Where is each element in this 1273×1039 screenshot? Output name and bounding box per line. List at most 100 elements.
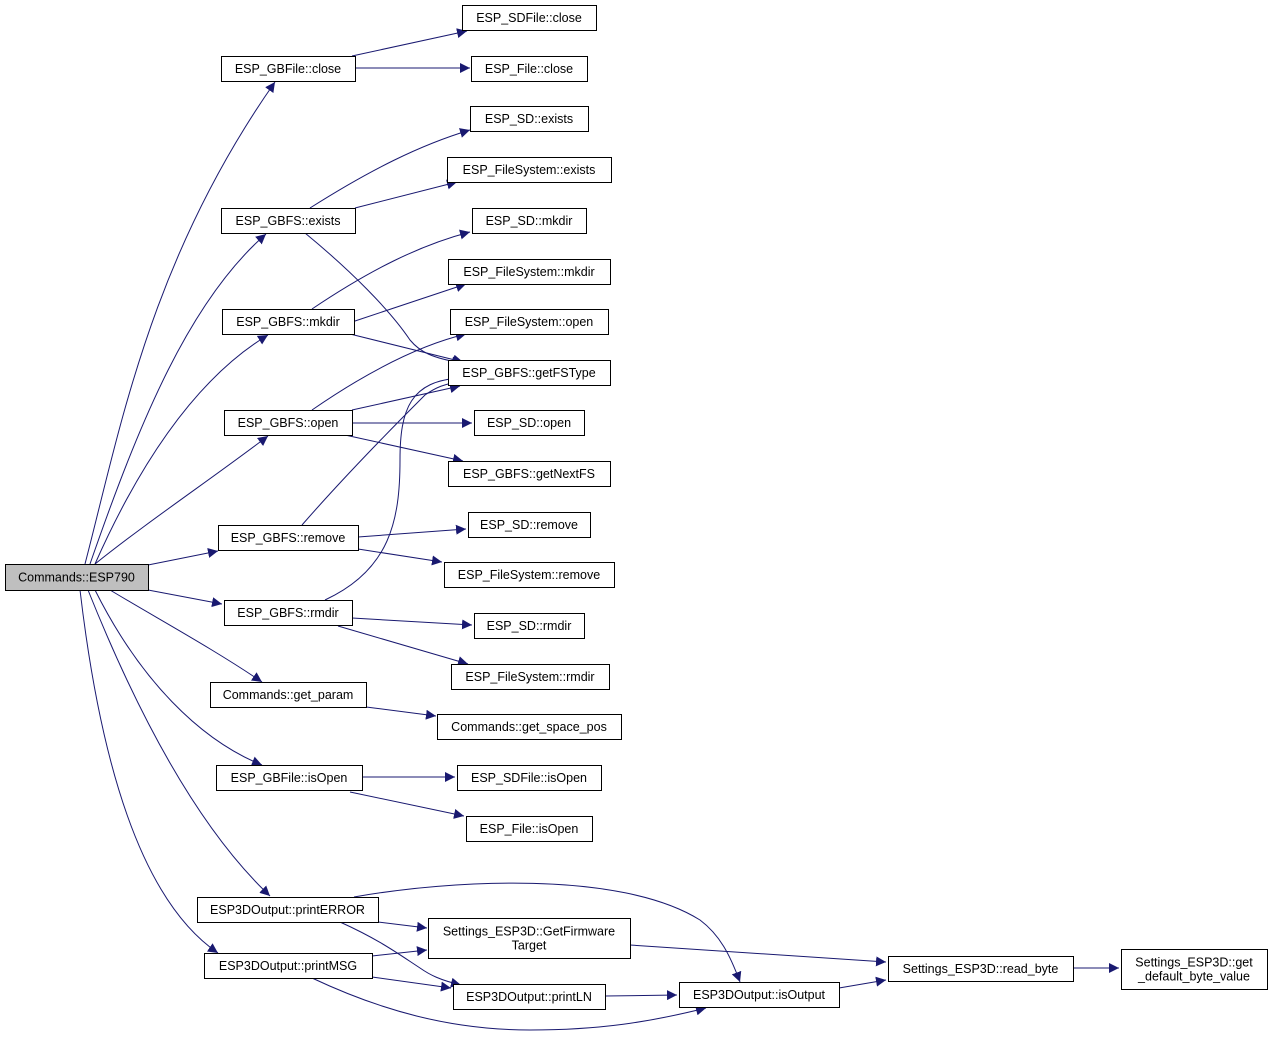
node-esp-sdfile-close[interactable]: ESP_SDFile::close [462, 5, 597, 31]
node-commands-get-param[interactable]: Commands::get_param [210, 682, 367, 708]
node-box [457, 765, 602, 791]
node-esp-sdfile-isopen[interactable]: ESP_SDFile::isOpen [457, 765, 602, 791]
node-label: Commands::ESP790 [18, 571, 135, 585]
node-box [437, 714, 622, 740]
node-esp-gbfs-remove[interactable]: ESP_GBFS::remove [218, 525, 359, 551]
node-label: ESP_FileSystem::mkdir [463, 265, 594, 279]
node-box [453, 984, 606, 1010]
node-esp-sd-mkdir[interactable]: ESP_SD::mkdir [472, 208, 587, 234]
node-box [222, 309, 355, 335]
call-edge [353, 882, 742, 983]
node-esp3doutput-printmsg[interactable]: ESP3DOutput::printMSG [204, 953, 373, 979]
node-esp-gbfs-getnextfs[interactable]: ESP_GBFS::getNextFS [448, 461, 611, 487]
node-label: ESP_File::close [485, 62, 573, 76]
node-box [197, 897, 379, 923]
call-edge [147, 548, 219, 566]
node-esp-file-isopen[interactable]: ESP_File::isOpen [466, 816, 593, 842]
call-edge [324, 373, 463, 601]
node-esp-gbfs-exists[interactable]: ESP_GBFS::exists [221, 208, 356, 234]
node-esp3doutput-isoutput[interactable]: ESP3DOutput::isOutput [679, 982, 840, 1008]
node-esp-filesystem-rmdir[interactable]: ESP_FileSystem::rmdir [451, 664, 610, 690]
node-box [428, 918, 631, 959]
call-edge [357, 524, 467, 538]
node-esp-filesystem-open[interactable]: ESP_FileSystem::open [450, 309, 609, 335]
node-esp-filesystem-exists[interactable]: ESP_FileSystem::exists [447, 157, 612, 183]
node-box [224, 600, 353, 626]
node-label: ESP_GBFile::close [235, 62, 341, 76]
call-edge [349, 333, 464, 365]
node-esp-gbfs-getfstype[interactable]: ESP_GBFS::getFSType [448, 360, 611, 386]
node-box [444, 562, 615, 588]
node-commands-esp790[interactable]: Commands::ESP790 [5, 564, 149, 591]
node-label: ESP_SD::rmdir [487, 619, 572, 633]
node-box [451, 664, 610, 690]
node-esp-gbfs-mkdir[interactable]: ESP_GBFS::mkdir [222, 309, 355, 335]
call-edge [94, 435, 269, 565]
node-box [5, 564, 149, 591]
node-label: ESP_SD::open [487, 416, 571, 430]
node-label: ESP_SDFile::isOpen [471, 771, 587, 785]
node-esp-sd-exists[interactable]: ESP_SD::exists [470, 106, 589, 132]
node-label: Settings_ESP3D::read_byte [903, 962, 1059, 976]
node-esp-gbfile-close[interactable]: ESP_GBFile::close [221, 56, 356, 82]
node-esp-gbfs-rmdir[interactable]: ESP_GBFS::rmdir [224, 600, 353, 626]
node-esp3doutput-printerror[interactable]: ESP3DOutput::printERROR [197, 897, 379, 923]
node-box [472, 208, 587, 234]
node-label: ESP_GBFile::isOpen [231, 771, 348, 785]
call-edge [309, 128, 471, 209]
call-edge [351, 617, 473, 630]
node-esp-gbfile-isopen[interactable]: ESP_GBFile::isOpen [216, 765, 363, 791]
node-label: ESP_GBFS::open [238, 416, 339, 430]
node-box [474, 613, 585, 639]
call-edge [87, 589, 271, 897]
call-edge [354, 179, 458, 209]
call-edge [351, 28, 468, 57]
call-edge [304, 232, 463, 367]
node-esp-file-close[interactable]: ESP_File::close [471, 56, 588, 82]
node-box [474, 410, 585, 436]
node-label: Commands::get_param [223, 688, 354, 702]
call-edge [371, 976, 452, 992]
node-box [462, 5, 597, 31]
call-edge [339, 921, 462, 988]
node-label: ESP3DOutput::printERROR [210, 903, 365, 917]
call-edge [311, 229, 471, 310]
node-box [204, 953, 373, 979]
node-esp-sd-remove[interactable]: ESP_SD::remove [468, 512, 591, 538]
call-edge [377, 921, 428, 932]
node-label: ESP_GBFS::exists [236, 214, 341, 228]
node-label: ESP_File::isOpen [480, 822, 579, 836]
node-label: ESP3DOutput::printMSG [219, 959, 357, 973]
node-settings-get-default-byte-value[interactable]: Settings_ESP3D::get_default_byte_value [1121, 949, 1268, 990]
node-label: ESP_SD::mkdir [486, 214, 573, 228]
call-edge [604, 990, 678, 1001]
node-label: ESP_GBFS::remove [231, 531, 346, 545]
call-edge [94, 589, 263, 766]
node-esp-filesystem-mkdir[interactable]: ESP_FileSystem::mkdir [448, 259, 611, 285]
call-edge [94, 334, 269, 565]
node-box [679, 982, 840, 1008]
call-edge [838, 976, 887, 989]
nodes: Commands::ESP790ESP_GBFile::closeESP_SDF… [5, 5, 1268, 1010]
node-label: Settings_ESP3D::get [1135, 956, 1253, 970]
node-label: ESP3DOutput::isOutput [693, 988, 826, 1002]
call-edge [79, 589, 219, 954]
call-edge [311, 977, 707, 1031]
node-esp-gbfs-open[interactable]: ESP_GBFS::open [224, 410, 353, 436]
node-box [1121, 949, 1268, 990]
call-edge [84, 81, 276, 565]
call-edge [351, 383, 461, 411]
node-box [221, 56, 356, 82]
node-label: ESP_GBFS::mkdir [236, 315, 340, 329]
node-esp-sd-rmdir[interactable]: ESP_SD::rmdir [474, 613, 585, 639]
call-edge [365, 706, 437, 720]
node-esp-sd-open[interactable]: ESP_SD::open [474, 410, 585, 436]
node-settings-read-byte[interactable]: Settings_ESP3D::read_byte [888, 956, 1074, 982]
node-label: Target [512, 939, 547, 953]
node-box [448, 461, 611, 487]
node-commands-get-space-pos[interactable]: Commands::get_space_pos [437, 714, 622, 740]
node-label: ESP_SDFile::close [476, 11, 582, 25]
node-esp-filesystem-remove[interactable]: ESP_FileSystem::remove [444, 562, 615, 588]
node-esp3doutput-println[interactable]: ESP3DOutput::printLN [453, 984, 606, 1010]
